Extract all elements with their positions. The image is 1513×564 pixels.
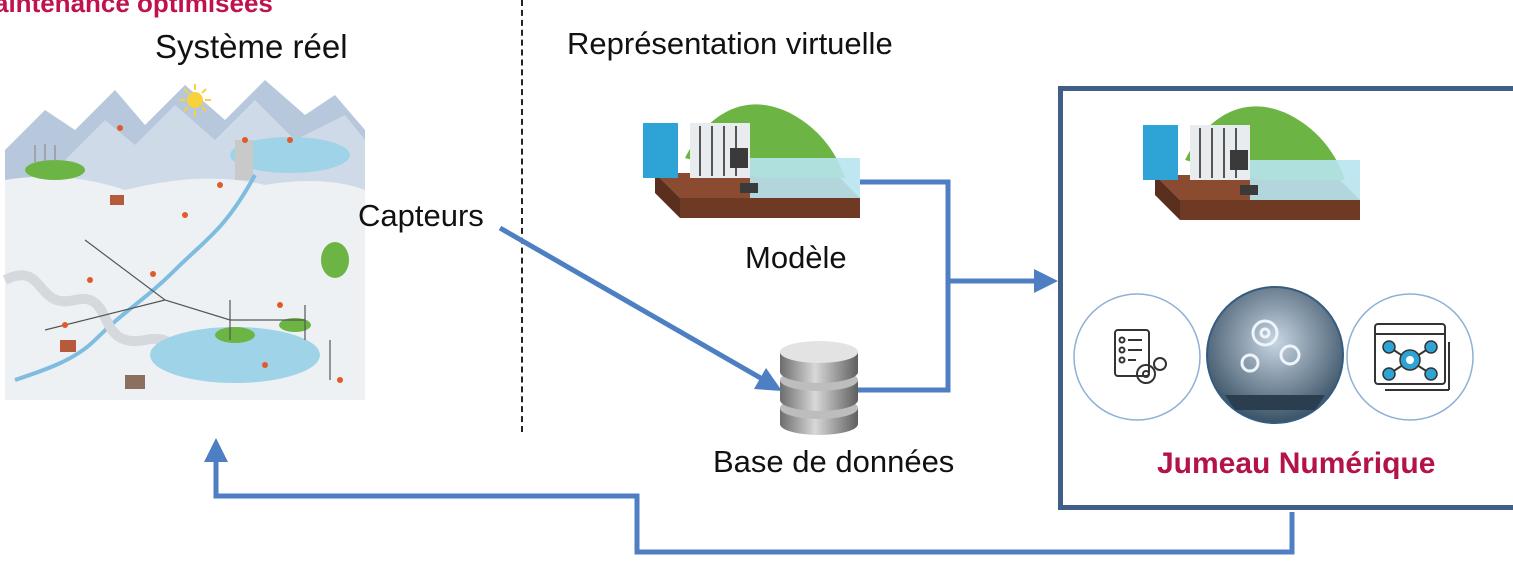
grass-patch: [215, 327, 255, 343]
sun-icon: [179, 84, 211, 116]
sensors-to-database-arrowhead: [754, 368, 782, 391]
grass-patch: [321, 242, 349, 278]
twin-dam-illustration: [1143, 106, 1360, 220]
checklist-gear-icon: [1073, 293, 1201, 421]
wind-turbines: [34, 144, 56, 162]
virtual-representation-label: Représentation virtuelle: [567, 26, 893, 61]
upper-reservoir: [230, 137, 350, 173]
digital-twin-label: Jumeau Numérique: [1157, 447, 1436, 480]
feedback-loop-line: [213, 460, 1295, 555]
grass-patch: [25, 160, 85, 180]
real-system-label: Système réel: [155, 28, 348, 65]
sensors-to-database-arrow: [498, 225, 766, 383]
grass-patch: [279, 318, 311, 332]
model-label: Modèle: [745, 240, 847, 275]
dam-wall: [235, 140, 253, 180]
digital-twin-frame: [1058, 86, 1513, 510]
sensors-label: Capteurs: [358, 198, 484, 233]
model-database-merge-line: [858, 179, 951, 393]
real-system-illustration: [2, 80, 365, 400]
database-icon: [780, 341, 858, 435]
building: [60, 340, 76, 352]
building: [110, 195, 124, 205]
merge-to-twin-arrowhead: [1034, 269, 1058, 293]
ai-gears-photo: [1206, 286, 1344, 424]
feedback-arrowhead: [204, 438, 228, 462]
hydro-dam-illustration: [643, 104, 860, 218]
top-banner-title: aintenance optimisées: [0, 0, 273, 18]
database-label: Base de données: [713, 444, 955, 479]
sensor-markers: [62, 125, 343, 383]
process-network-icon: [1346, 293, 1474, 421]
river: [14, 174, 257, 382]
lower-reservoir: [150, 327, 320, 383]
building: [125, 375, 145, 389]
dashed-divider: [521, 0, 523, 432]
